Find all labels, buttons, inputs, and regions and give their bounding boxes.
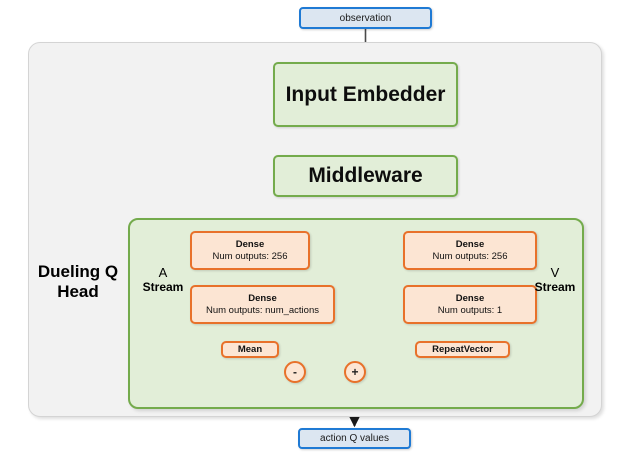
- a-stream-dense-256-node[interactable]: Dense Num outputs: 256: [190, 231, 310, 270]
- subtract-symbol: -: [293, 365, 297, 379]
- observation-label: observation: [339, 12, 392, 24]
- a-stream-dense-256-subtitle: Num outputs: 256: [212, 250, 288, 262]
- dueling-q-head-line2: Head: [57, 281, 99, 301]
- a-stream-dense-256-title: Dense: [235, 238, 265, 250]
- observation-node[interactable]: observation: [299, 7, 432, 29]
- dueling-q-head-label: Dueling Q Head: [32, 262, 124, 301]
- input-embedder-node[interactable]: Input Embedder: [273, 62, 458, 127]
- dueling-q-head-line1: Dueling Q: [37, 262, 119, 281]
- v-stream-dense-1-subtitle: Num outputs: 1: [437, 304, 503, 316]
- a-stream-dense-num-actions-title: Dense: [248, 292, 277, 304]
- v-stream-dense-1-title: Dense: [455, 292, 485, 304]
- a-stream-dense-num-actions-subtitle: Num outputs: num_actions: [205, 304, 319, 316]
- middleware-label: Middleware: [308, 164, 423, 187]
- v-stream-dense-256-title: Dense: [455, 238, 485, 250]
- mean-node[interactable]: Mean: [221, 341, 279, 358]
- mean-label: Mean: [237, 343, 263, 355]
- a-stream-word: Stream: [142, 279, 184, 294]
- input-embedder-label: Input Embedder: [285, 82, 446, 106]
- subtract-operator[interactable]: -: [284, 361, 306, 383]
- a-stream-dense-num-actions-node[interactable]: Dense Num outputs: num_actions: [190, 285, 335, 324]
- middleware-node[interactable]: Middleware: [273, 155, 458, 197]
- repeat-vector-node[interactable]: RepeatVector: [415, 341, 510, 358]
- v-stream-letter: V: [550, 265, 560, 280]
- v-stream-label: V Stream: [528, 265, 582, 295]
- add-symbol: +: [351, 365, 359, 379]
- action-q-values-node[interactable]: action Q values: [298, 428, 411, 449]
- v-stream-dense-1-node[interactable]: Dense Num outputs: 1: [403, 285, 537, 324]
- v-stream-word: Stream: [534, 279, 576, 294]
- v-stream-dense-256-node[interactable]: Dense Num outputs: 256: [403, 231, 537, 270]
- repeat-vector-label: RepeatVector: [432, 343, 493, 355]
- a-stream-label: A Stream: [136, 265, 190, 295]
- a-stream-letter: A: [158, 265, 168, 280]
- v-stream-dense-256-subtitle: Num outputs: 256: [432, 250, 508, 262]
- add-operator[interactable]: +: [344, 361, 366, 383]
- action-q-values-label: action Q values: [320, 433, 389, 444]
